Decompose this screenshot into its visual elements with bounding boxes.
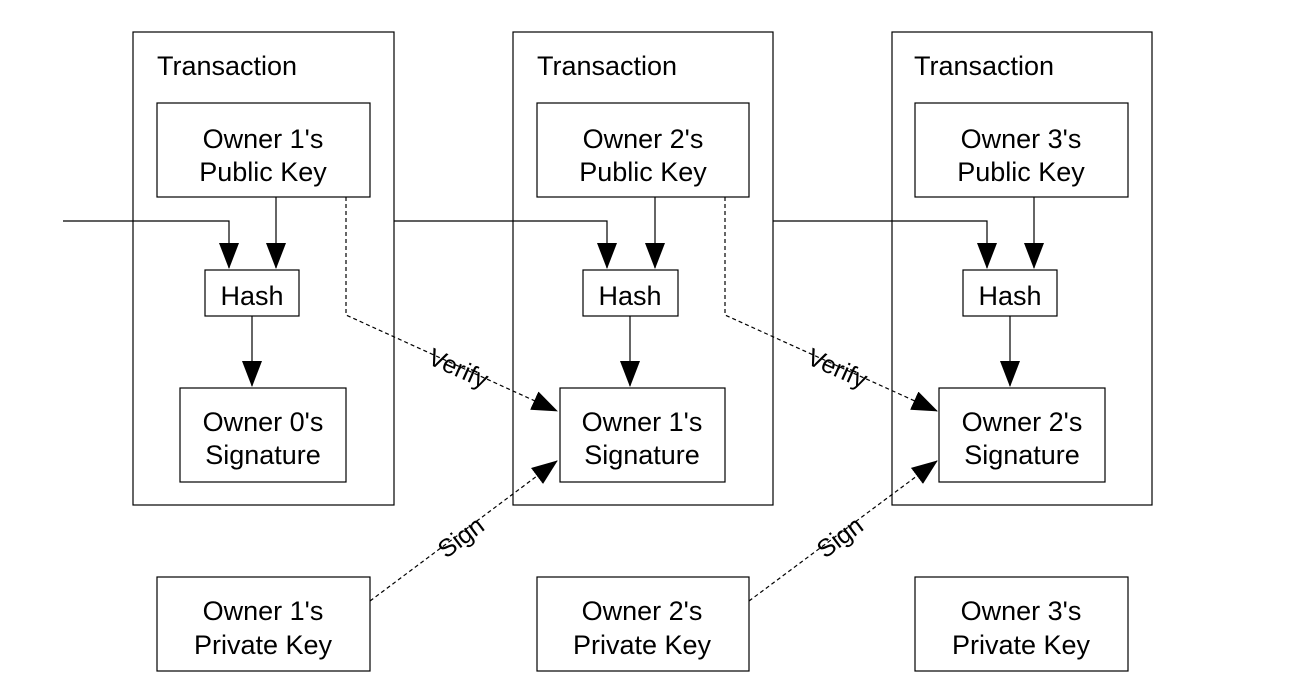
sign-label-2: Sign [812, 511, 869, 563]
transaction-3-public-key-line1: Owner 3's [961, 124, 1082, 154]
private-key-3: Owner 3's Private Key [914, 576, 1129, 672]
sign-label-1: Sign [433, 511, 490, 563]
transaction-2-public-key-line2: Public Key [579, 157, 707, 187]
private-key-2: Owner 2's Private Key [536, 576, 750, 672]
chain-arrow-1-to-2 [394, 220, 617, 269]
transaction-1-signature-line1: Owner 0's [203, 407, 324, 437]
private-key-1: Owner 1's Private Key [156, 576, 371, 672]
transaction-3-public-key-line2: Public Key [957, 157, 1085, 187]
transaction-3-signature-line2: Signature [964, 440, 1080, 470]
transaction-3-hash-box [962, 269, 1058, 317]
transaction-1-public-key-box [156, 102, 371, 198]
transaction-3-public-key-box [914, 102, 1129, 198]
private-key-3-line1: Owner 3's [961, 596, 1082, 626]
verify-label-1: Verify [424, 343, 493, 394]
transaction-2-signature-line1: Owner 1's [582, 407, 703, 437]
transaction-1-public-key-line2: Public Key [199, 157, 327, 187]
transaction-1-signature-box [179, 387, 347, 483]
transaction-3-title: Transaction [914, 51, 1054, 81]
private-key-1-line1: Owner 1's [203, 596, 324, 626]
transaction-2-public-key-box [536, 102, 750, 198]
transaction-2-signature-line2: Signature [584, 440, 700, 470]
private-key-2-line1: Owner 2's [582, 596, 703, 626]
transaction-1-public-key-line1: Owner 1's [203, 124, 324, 154]
transaction-1-hash-box [204, 269, 300, 317]
verify-label-2: Verify [803, 343, 872, 394]
private-key-2-line2: Private Key [573, 630, 712, 660]
incoming-chain-arrow [63, 220, 239, 269]
transaction-1: Transaction Owner 1's Public Key Hash Ow… [132, 31, 395, 506]
transaction-2: Transaction Owner 2's Public Key Hash Ow… [512, 31, 774, 506]
transaction-1-title: Transaction [157, 51, 297, 81]
transaction-2-hash-label: Hash [598, 281, 661, 311]
private-key-3-box [914, 576, 1129, 672]
transaction-3: Transaction Owner 3's Public Key Hash Ow… [891, 31, 1153, 506]
transaction-2-public-key-line1: Owner 2's [583, 124, 704, 154]
private-key-1-box [156, 576, 371, 672]
private-key-1-line2: Private Key [194, 630, 333, 660]
private-key-3-line2: Private Key [952, 630, 1091, 660]
transaction-2-hash-box [582, 269, 679, 317]
chain-arrow-2-to-3 [773, 220, 997, 269]
transaction-2-signature-box [559, 387, 726, 483]
transaction-1-hash-label: Hash [220, 281, 283, 311]
transaction-2-title: Transaction [537, 51, 677, 81]
transaction-1-signature-line2: Signature [205, 440, 321, 470]
transaction-3-hash-label: Hash [978, 281, 1041, 311]
transaction-3-signature-line1: Owner 2's [962, 407, 1083, 437]
sign-arrow-1 [369, 460, 558, 602]
verify-arrow-2 [724, 197, 938, 412]
private-key-2-box [536, 576, 750, 672]
transaction-3-signature-box [938, 387, 1106, 483]
